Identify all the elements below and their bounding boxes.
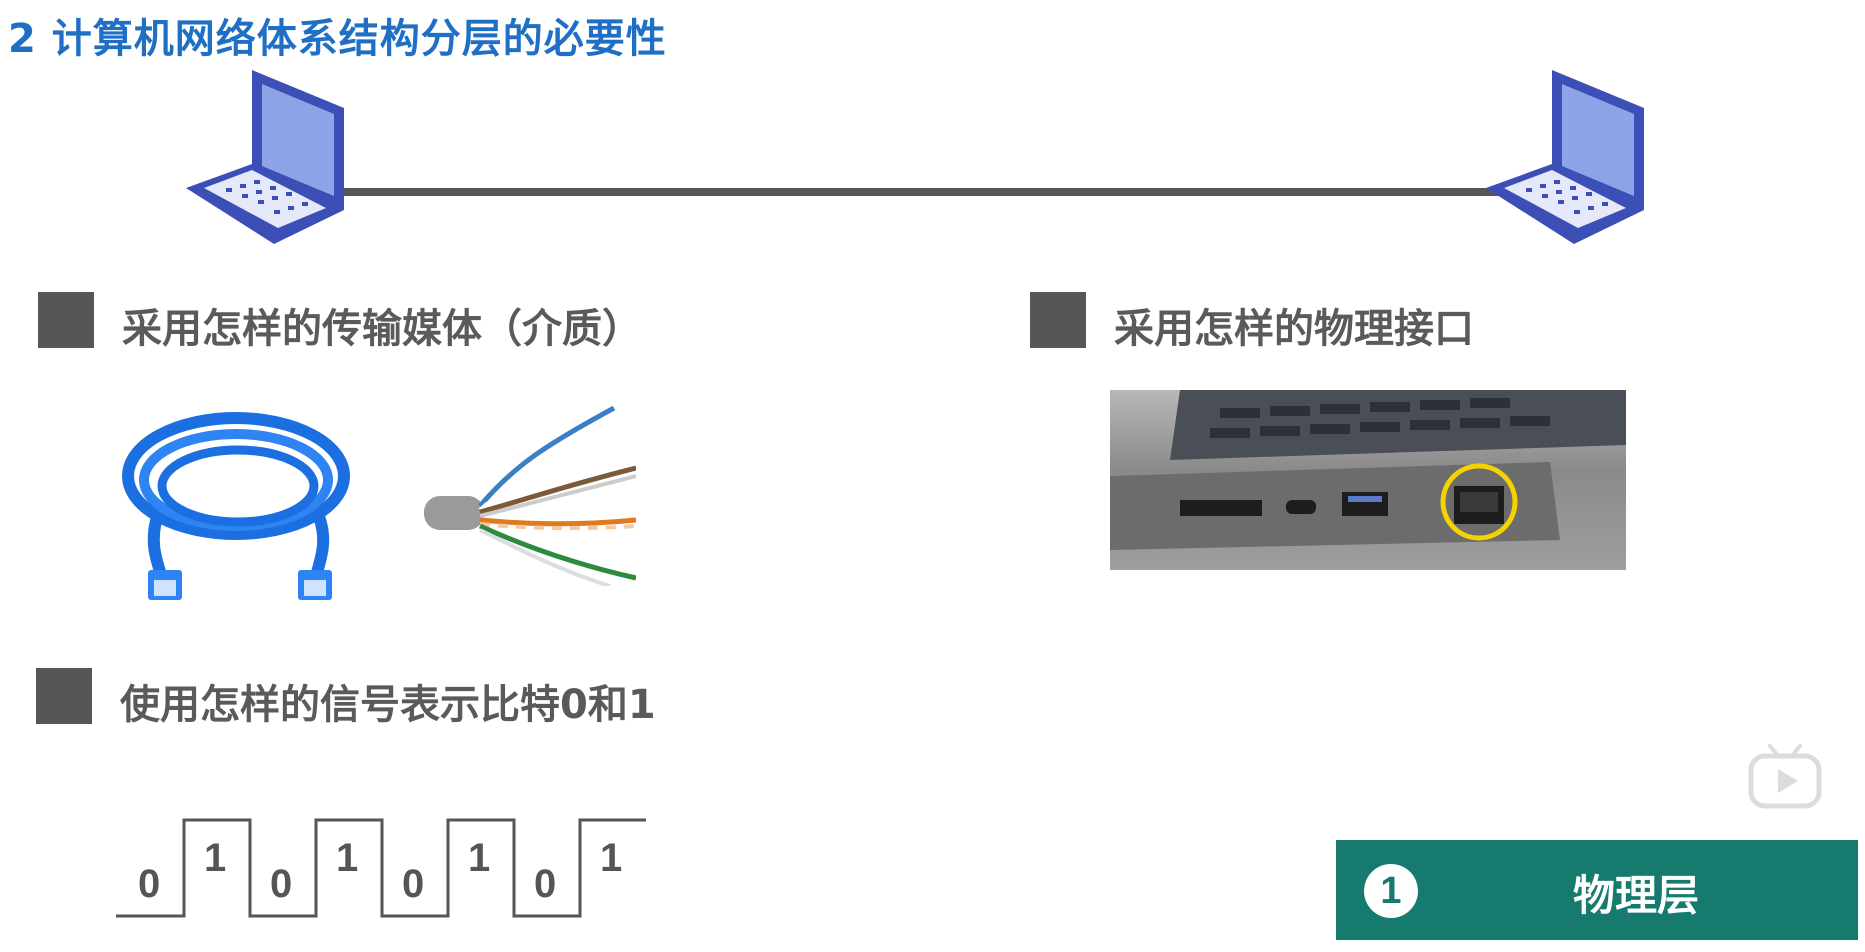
bit-label: 1	[336, 836, 359, 880]
bullet-square	[1030, 292, 1086, 348]
bullet-interface: 采用怎样的物理接口	[1114, 306, 1474, 352]
badge-label: 物理层	[1572, 871, 1699, 920]
highlight-circle	[1440, 463, 1518, 541]
network-diagram	[186, 70, 1644, 244]
badge-number: 1	[1364, 864, 1418, 918]
laptop-port-icon	[1110, 390, 1626, 570]
bullet-square	[36, 668, 92, 724]
bit-label: 0	[402, 862, 425, 906]
bit-label: 1	[204, 836, 227, 880]
bullet-signal: 使用怎样的信号表示比特0和1	[120, 682, 656, 728]
bit-label: 0	[534, 862, 557, 906]
twisted-pair-icon	[424, 406, 636, 586]
bit-label: 0	[270, 862, 293, 906]
bullet-media: 采用怎样的传输媒体（介质）	[122, 306, 642, 352]
bit-label: 1	[468, 836, 491, 880]
layer-badge: 1 物理层	[1336, 840, 1858, 940]
right-laptop-icon	[1486, 70, 1644, 244]
network-cable-icon	[122, 412, 350, 600]
bit-label: 1	[600, 836, 623, 880]
signal-waveform	[116, 818, 646, 918]
page-title: 2 计算机网络体系结构分层的必要性	[8, 16, 667, 62]
left-laptop-icon	[186, 70, 344, 244]
bit-label: 0	[138, 862, 161, 906]
video-play-icon	[1748, 744, 1822, 809]
bullet-square	[38, 292, 94, 348]
